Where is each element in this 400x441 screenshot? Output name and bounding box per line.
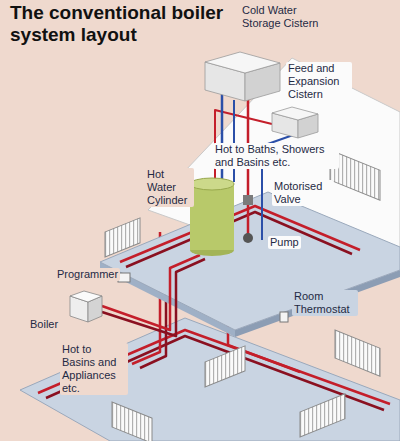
radiator [105,218,140,257]
part-label: Motorised Valve [272,180,334,206]
part-label: Programmer [55,268,120,281]
hot-water-cylinder [190,184,234,250]
feed-cistern [272,107,318,120]
hot-water-cylinder [190,178,234,256]
part-label: Hot to Baths, Showers and Basins etc. [213,143,339,169]
cold-water-cistern [205,52,280,73]
cold-water-cistern [205,52,280,101]
hot-water-cylinder [190,178,234,190]
lower-floor [20,318,400,441]
boiler [70,291,102,302]
upper-pipes [102,255,200,330]
radiator [205,346,245,387]
part-label: Boiler [28,318,60,331]
radiator [105,218,140,257]
feed-cistern [272,107,318,138]
part-label: Hot Water Cylinder [145,168,194,207]
upper-floor [100,192,400,337]
upper-floor [100,192,400,330]
part-label: Room Thermostat [292,290,358,316]
title: The conventional boiler system layout [10,2,240,46]
radiator [335,330,380,376]
radiator [112,402,152,441]
upper-pipes [233,100,235,182]
part-label: Cold Water Storage Cistern [240,4,322,30]
radiator [300,394,345,437]
motorised-valve [243,195,253,205]
upper-pipes [102,90,360,336]
radiator [205,346,245,387]
part-label: Feed and Expansion Cistern [286,62,352,101]
radiator [112,402,152,441]
boiler [70,291,102,322]
radiator [300,394,345,437]
radiator [335,330,380,376]
lower-floor [20,318,400,441]
room-thermostat [280,312,288,322]
pump [243,233,253,243]
upper-pipes [126,212,352,267]
part-label: Pump [268,236,301,249]
part-label: Hot to Basins and Appliances etc. [60,343,128,395]
